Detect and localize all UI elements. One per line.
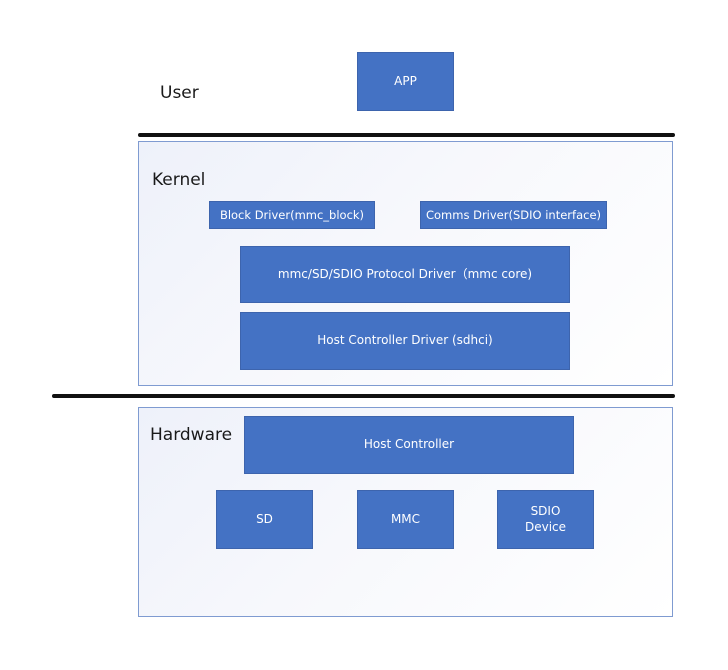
host-controller-driver-box: Host Controller Driver (sdhci) (240, 312, 570, 370)
user-layer-label: User (160, 83, 199, 103)
mmc-box: MMC (357, 490, 454, 549)
user-kernel-divider (138, 133, 675, 137)
kernel-layer-label: Kernel (152, 170, 206, 190)
kernel-hardware-divider (52, 394, 675, 398)
sd-box: SD (216, 490, 313, 549)
app-box: APP (357, 52, 454, 111)
hardware-layer-label: Hardware (150, 425, 233, 445)
host-controller-box: Host Controller (244, 416, 574, 474)
comms-driver-box: Comms Driver(SDIO interface) (420, 201, 607, 229)
block-driver-box: Block Driver(mmc_block) (209, 201, 375, 229)
protocol-driver-box: mmc/SD/SDIO Protocol Driver（mmc core) (240, 246, 570, 303)
sdio-device-box: SDIO Device (497, 490, 594, 549)
